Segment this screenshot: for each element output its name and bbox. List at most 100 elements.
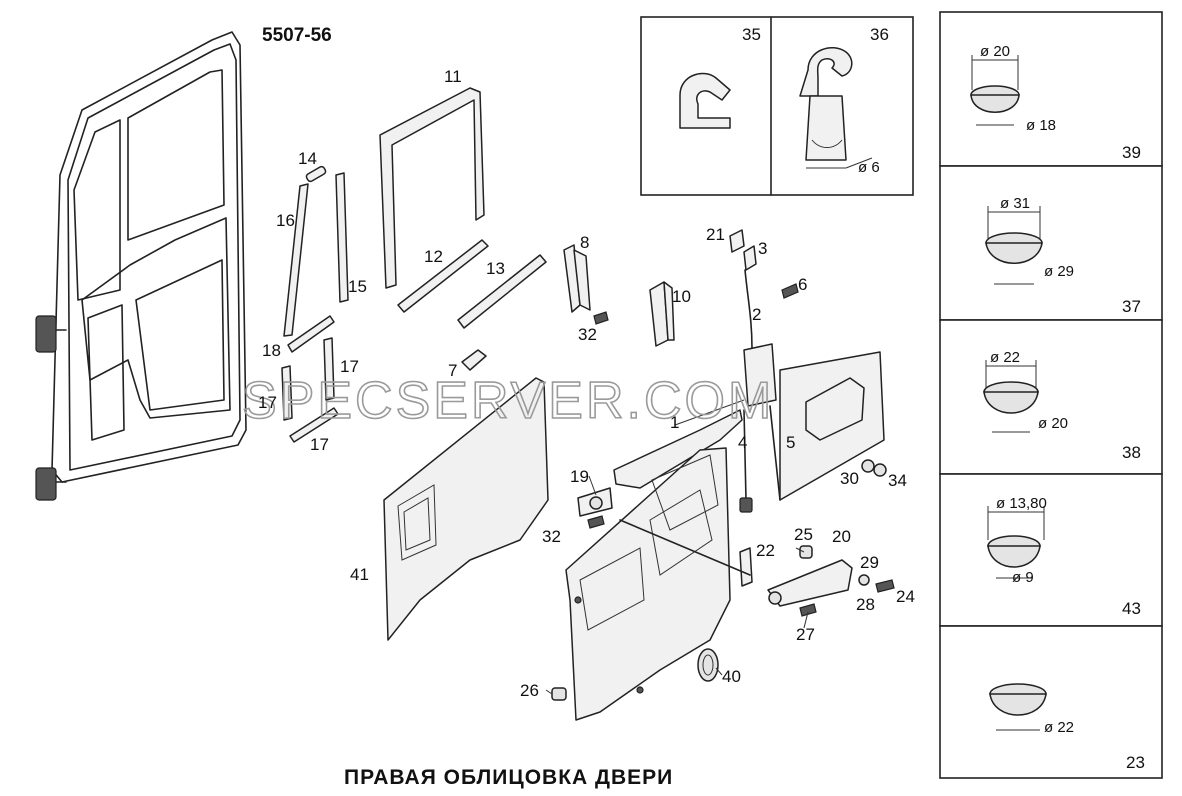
lever-22 bbox=[739, 547, 753, 587]
callout-16: 16 bbox=[276, 211, 295, 230]
strip-15 bbox=[335, 172, 349, 303]
arm-20 bbox=[767, 559, 853, 607]
callout-27: 27 bbox=[796, 625, 815, 644]
plug-39-number: 39 bbox=[1122, 143, 1141, 162]
clip-21 bbox=[729, 229, 745, 253]
screw-24 bbox=[875, 579, 895, 593]
inset-labels: 35 36 ø 6 bbox=[742, 25, 889, 176]
strip-12 bbox=[397, 239, 489, 313]
plug-38-dim-top: ø 22 bbox=[990, 349, 1020, 366]
handle-19 bbox=[577, 487, 613, 517]
callout-2: 2 bbox=[752, 305, 761, 324]
callout-30: 30 bbox=[840, 469, 859, 488]
callout-6: 6 bbox=[798, 275, 807, 294]
plug-38-dim-bottom: ø 20 bbox=[1038, 415, 1068, 432]
callout-4: 4 bbox=[738, 433, 747, 452]
panel-41 bbox=[383, 377, 549, 641]
callout-11: 11 bbox=[444, 67, 462, 86]
screw-32-b bbox=[587, 515, 605, 529]
callout-13: 13 bbox=[486, 259, 505, 278]
plug-column bbox=[939, 11, 1163, 779]
watermark: SPECSERVER.COM bbox=[242, 372, 774, 430]
callout-17-a: 17 bbox=[340, 357, 359, 376]
plug-37-dim-bottom: ø 29 bbox=[1044, 263, 1074, 280]
callout-32-a: 32 bbox=[578, 325, 597, 344]
plug-38 bbox=[983, 360, 1039, 433]
window-seal-frame-11 bbox=[379, 87, 485, 289]
callout-3: 3 bbox=[758, 239, 767, 258]
rod-2 bbox=[744, 269, 753, 349]
inset-box bbox=[640, 16, 914, 196]
callout-18: 18 bbox=[262, 341, 281, 360]
washer-29 bbox=[858, 574, 870, 586]
plug-43-dim-bottom: ø 9 bbox=[1012, 569, 1034, 586]
plug-43-number: 43 bbox=[1122, 599, 1141, 618]
plug-23-number: 23 bbox=[1126, 753, 1145, 772]
inset-number-35: 35 bbox=[742, 25, 761, 44]
plug-37 bbox=[985, 206, 1043, 285]
callout-19: 19 bbox=[570, 467, 589, 486]
plug-26 bbox=[551, 687, 567, 701]
leader-lines bbox=[545, 399, 809, 695]
bracket-10 bbox=[649, 281, 675, 347]
callout-17-c: 17 bbox=[310, 435, 329, 454]
screw-6 bbox=[781, 283, 799, 299]
callout-1: 1 bbox=[670, 413, 679, 432]
plug-39-dim-bottom: ø 18 bbox=[1026, 117, 1056, 134]
plug-23 bbox=[989, 683, 1047, 731]
callout-24: 24 bbox=[896, 587, 915, 606]
plug-labels: ø 20 ø 18 39 ø 31 ø 29 37 ø 22 ø 20 38 ø… bbox=[980, 43, 1145, 772]
door-trim-panel bbox=[565, 447, 731, 721]
bush-25 bbox=[799, 545, 813, 559]
strip-13 bbox=[457, 254, 547, 329]
callout-15: 15 bbox=[348, 277, 367, 296]
screw-27 bbox=[799, 603, 817, 617]
grommet-40 bbox=[697, 648, 719, 682]
door-frame bbox=[35, 31, 247, 501]
callout-10: 10 bbox=[672, 287, 691, 306]
drawing-code: 5507-56 bbox=[262, 25, 332, 46]
nuts-30-34 bbox=[861, 459, 887, 477]
plug-37-number: 37 bbox=[1122, 297, 1141, 316]
callout-26: 26 bbox=[520, 681, 539, 700]
callout-29: 29 bbox=[860, 553, 879, 572]
bracket-8 bbox=[563, 244, 591, 313]
inset-number-36: 36 bbox=[870, 25, 889, 44]
callout-32-b: 32 bbox=[542, 527, 561, 546]
rod-link bbox=[619, 519, 751, 576]
callout-21: 21 bbox=[706, 225, 725, 244]
callout-34: 34 bbox=[888, 471, 907, 490]
callout-14: 14 bbox=[298, 149, 317, 168]
callout-5: 5 bbox=[786, 433, 795, 452]
callout-17-b: 17 bbox=[258, 393, 277, 412]
plug-43-dim-top: ø 13,80 bbox=[996, 495, 1047, 512]
plug-43 bbox=[987, 506, 1045, 579]
guide-14 bbox=[305, 165, 327, 183]
strip-16 bbox=[283, 183, 309, 337]
callout-7: 7 bbox=[448, 361, 457, 380]
plug-39-dim-top: ø 20 bbox=[980, 43, 1010, 60]
plug-23-dim-bottom: ø 22 bbox=[1044, 719, 1074, 736]
callout-20: 20 bbox=[832, 527, 851, 546]
strip-17-a bbox=[281, 365, 293, 421]
strip-17-b bbox=[323, 337, 335, 401]
inset-dim-36: ø 6 bbox=[858, 159, 880, 176]
plug-38-number: 38 bbox=[1122, 443, 1141, 462]
clip-3 bbox=[743, 245, 757, 271]
plug-39 bbox=[970, 55, 1020, 126]
callout-12: 12 bbox=[424, 247, 443, 266]
strip-18 bbox=[287, 315, 335, 353]
callout-25: 25 bbox=[794, 525, 813, 544]
clip-7 bbox=[461, 349, 487, 371]
strip-17-c bbox=[289, 407, 339, 443]
callout-41: 41 bbox=[350, 565, 369, 584]
diagram-title: ПРАВАЯ ОБЛИЦОВКА ДВЕРИ bbox=[344, 766, 673, 789]
callout-8: 8 bbox=[580, 233, 589, 252]
callout-28: 28 bbox=[856, 595, 875, 614]
callout-40: 40 bbox=[722, 667, 741, 686]
lock-mechanism bbox=[613, 343, 885, 513]
plug-37-dim-top: ø 31 bbox=[1000, 195, 1030, 212]
callout-labels: 1 2 3 4 5 6 7 8 10 11 12 13 14 15 16 17 … bbox=[258, 67, 915, 700]
callout-22: 22 bbox=[756, 541, 775, 560]
